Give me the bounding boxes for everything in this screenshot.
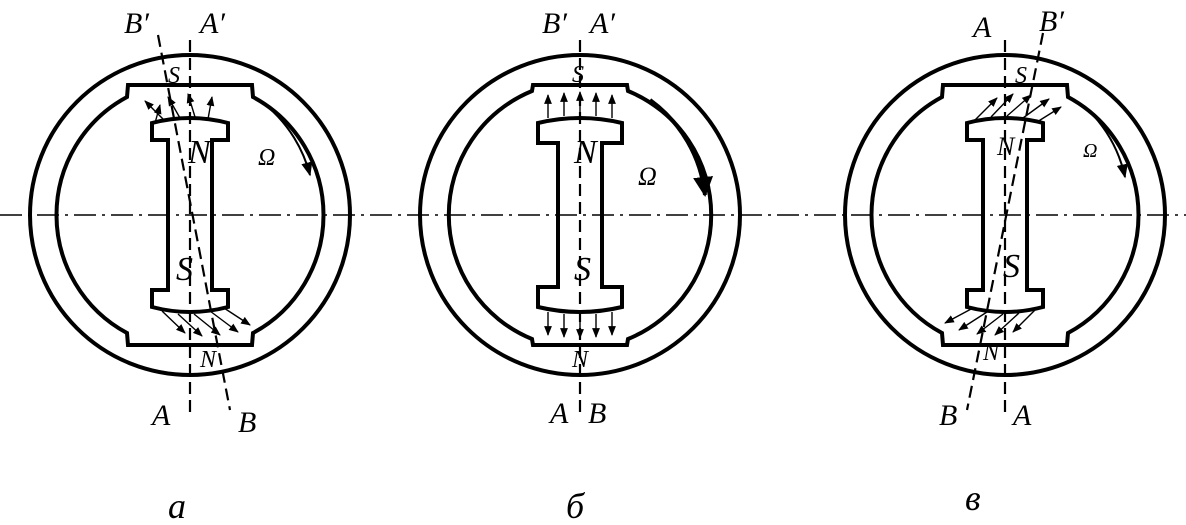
- label-rotor-top: N: [996, 132, 1016, 161]
- label-rotor-bottom: S: [574, 251, 591, 288]
- stator-inner-contour: [54, 83, 326, 347]
- caption-a: а: [168, 486, 186, 520]
- label-axis-b-top: B′: [1039, 5, 1064, 38]
- flux-arrows-top: [144, 93, 215, 124]
- flux-arrows-top: [974, 93, 1062, 123]
- label-stator-bottom: N: [982, 340, 1001, 366]
- panel-a: Ω B′ A′ S N S N A B: [28, 7, 352, 439]
- flux-arrows-bottom: [161, 307, 251, 337]
- panel-b: Ω B′ A′ S N S N A B: [418, 7, 742, 430]
- label-axis-a-top: A: [971, 11, 992, 44]
- rotation-arrow: [267, 106, 313, 177]
- label-axis-a-bottom: A: [1011, 399, 1032, 432]
- rotation-arrow: [1092, 114, 1128, 179]
- label-stator-top: S: [168, 63, 180, 89]
- stator-inner-contour: [869, 83, 1141, 347]
- label-axis-b-bottom: B: [939, 399, 957, 432]
- label-rotor-top: N: [187, 134, 213, 171]
- label-stator-bottom: N: [571, 347, 590, 373]
- label-stator-bottom: N: [199, 347, 218, 373]
- flux-arrows-bottom: [544, 312, 616, 339]
- label-rotor-top: N: [573, 134, 599, 171]
- caption-b: б: [566, 486, 586, 520]
- label-axis-a-bottom: A: [150, 399, 171, 432]
- label-axis-a-bottom: A: [548, 397, 569, 430]
- flux-arrows-top: [544, 91, 616, 118]
- omega-label: Ω: [1083, 140, 1097, 162]
- label-axis-b-top: B′: [542, 7, 567, 40]
- label-axis-b-bottom: B: [238, 406, 256, 439]
- label-axis-b-bottom: B: [588, 397, 606, 430]
- rotor: [150, 116, 230, 314]
- flux-arrows-bottom: [944, 307, 1036, 336]
- rotor: [965, 116, 1045, 314]
- rotation-arrow: [648, 98, 714, 197]
- label-axis-a-top: A′: [198, 7, 225, 40]
- label-stator-top: S: [1015, 63, 1027, 89]
- omega-label: Ω: [638, 162, 657, 191]
- label-axis-a-top: A′: [588, 7, 615, 40]
- label-rotor-bottom: S: [1003, 248, 1020, 285]
- caption-c: в: [965, 478, 981, 518]
- label-rotor-bottom: S: [176, 251, 193, 288]
- panel-c: Ω A B′ S N S N B A: [843, 5, 1167, 432]
- omega-label: Ω: [258, 145, 275, 171]
- stator-inner-contour: [446, 83, 714, 347]
- label-axis-b-top: B′: [124, 7, 149, 40]
- rotor: [536, 116, 624, 314]
- label-stator-top: S: [572, 62, 584, 88]
